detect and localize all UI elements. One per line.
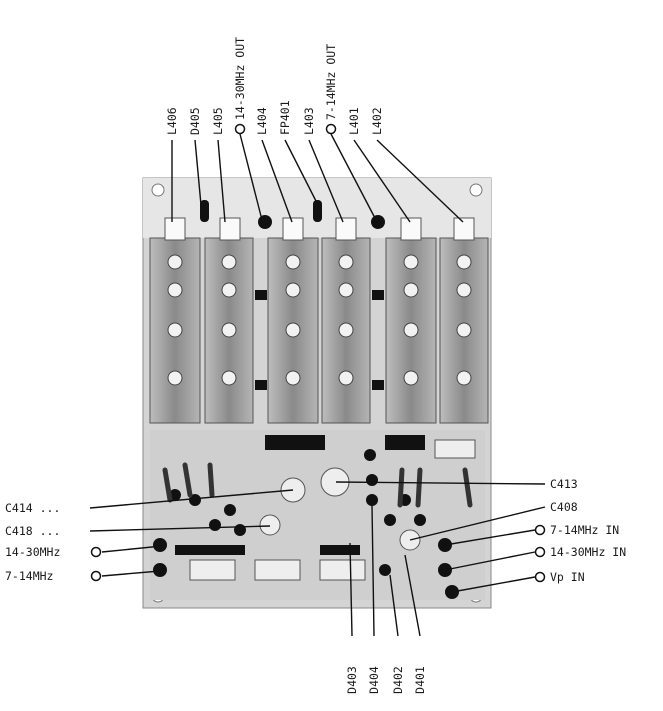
label-vp-in: Vp IN	[550, 570, 585, 584]
label-7-14mhz-out: 7-14MHz OUT	[324, 44, 338, 120]
label-l403: L403	[302, 107, 316, 135]
label-l404: L404	[255, 107, 269, 135]
top-leaders	[171, 123, 464, 223]
label-l405: L405	[211, 107, 225, 135]
label-d405: D405	[188, 107, 202, 135]
label-c408: C408	[550, 500, 578, 514]
right-leaders	[335, 481, 546, 593]
label-d401: D401	[413, 666, 427, 694]
label-fp401: FP401	[278, 100, 292, 135]
label-c414: C414 ...	[5, 501, 60, 515]
bottom-leaders	[349, 504, 421, 637]
label-l406: L406	[165, 107, 179, 135]
label-14-30mhz-in: 14-30MHz IN	[550, 545, 626, 559]
label-14-30mhz-left: 14-30MHz	[5, 545, 60, 559]
label-7-14mhz-left: 7-14MHz	[5, 569, 53, 583]
label-7-14mhz-in: 7-14MHz IN	[550, 523, 619, 537]
label-l402: L402	[370, 107, 384, 135]
label-c418: C418 ...	[5, 524, 60, 538]
component-area	[150, 430, 485, 600]
label-d402: D402	[391, 666, 405, 694]
label-d403: D403	[345, 666, 359, 694]
label-14-30mhz-out: 14-30MHz OUT	[233, 37, 247, 120]
label-c413: C413	[550, 477, 578, 491]
label-l401: L401	[347, 107, 361, 135]
label-d404: D404	[367, 666, 381, 694]
left-leaders	[89, 489, 294, 582]
